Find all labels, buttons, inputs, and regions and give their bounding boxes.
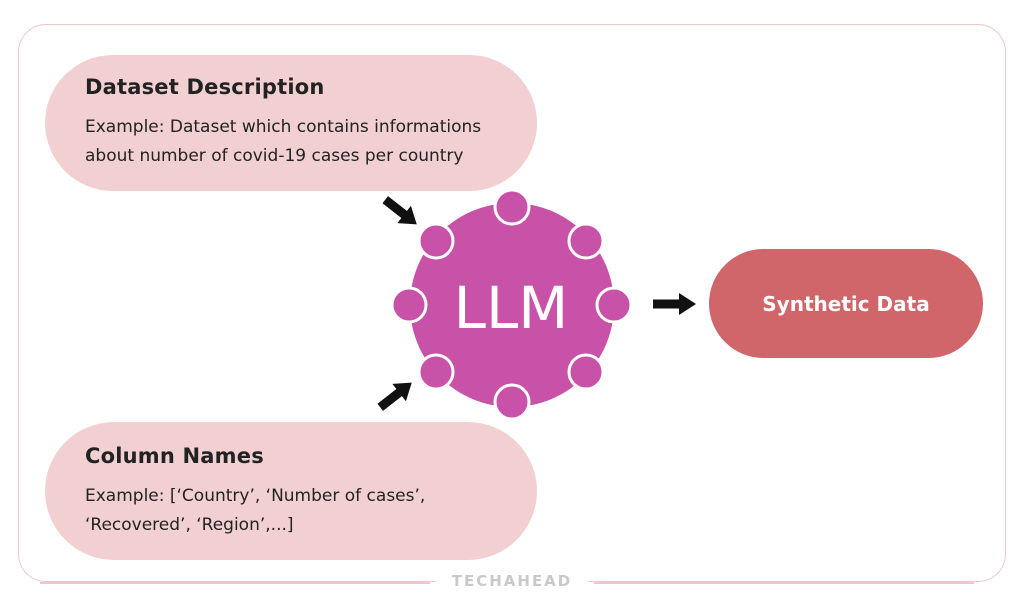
dataset-description-pill: Dataset Description Example: Dataset whi…	[45, 55, 537, 191]
brand-logo: TECHAHEAD	[436, 572, 588, 590]
synthetic-data-label: Synthetic Data	[762, 291, 930, 316]
arrow-down-right-icon	[382, 196, 417, 225]
column-names-pill: Column Names Example: [‘Country’, ‘Numbe…	[45, 422, 537, 560]
llm-satellite-node	[595, 286, 633, 324]
llm-satellite-node	[417, 222, 455, 260]
arrow-up-right-icon	[377, 382, 412, 411]
llm-satellite-node	[493, 188, 531, 226]
footer-divider-left	[40, 582, 430, 584]
llm-satellite-node	[567, 222, 605, 260]
llm-satellite-node	[567, 353, 605, 391]
llm-node: LLM	[390, 188, 633, 421]
column-names-title: Column Names	[85, 444, 264, 468]
column-names-text: Example: [‘Country’, ‘Number of cases’, …	[85, 486, 426, 535]
llm-satellite-nodes	[390, 188, 633, 421]
llm-satellite-node	[390, 286, 428, 324]
arrow-right-icon	[653, 293, 696, 315]
llm-satellite-node	[417, 353, 455, 391]
dataset-description-text: Example: Dataset which contains informat…	[85, 117, 482, 166]
footer-divider-right	[594, 582, 974, 584]
synthetic-data-pill: Synthetic Data	[709, 249, 983, 358]
llm-label: LLM	[454, 274, 569, 342]
llm-circle	[410, 203, 614, 407]
dataset-description-title: Dataset Description	[85, 75, 325, 99]
llm-satellite-node	[493, 383, 531, 421]
